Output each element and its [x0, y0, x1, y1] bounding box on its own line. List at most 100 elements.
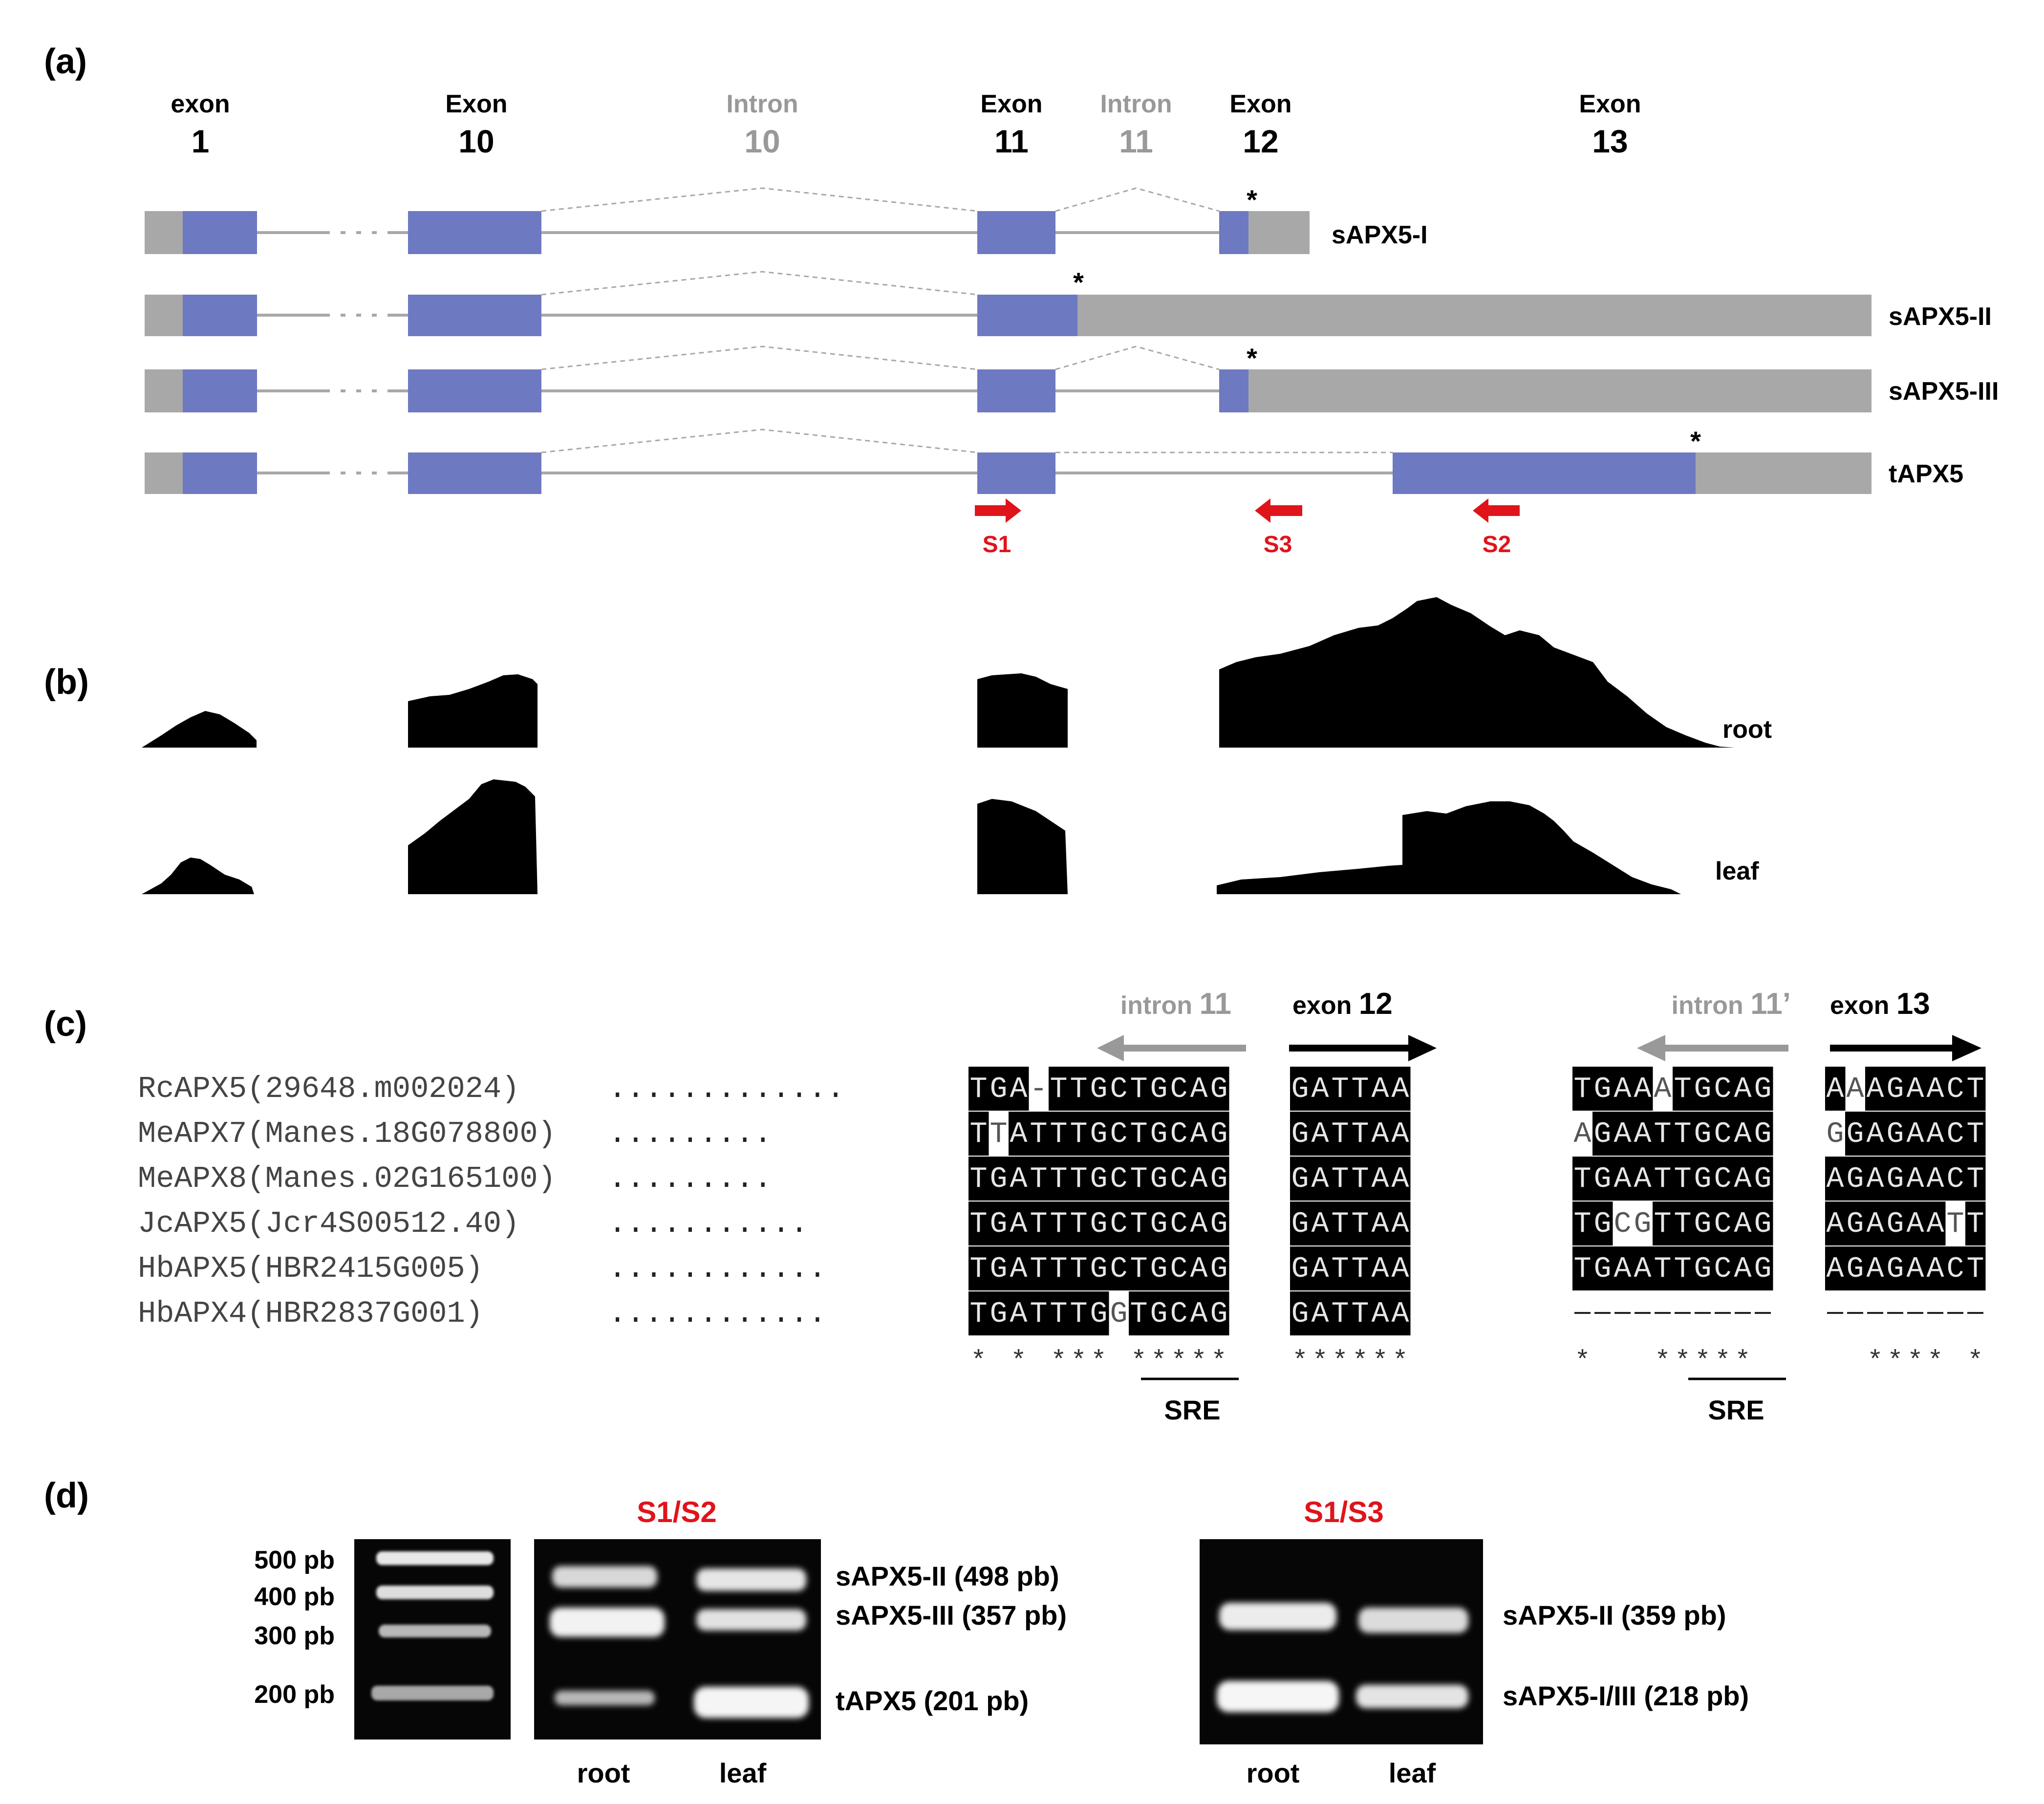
- residue: G: [1694, 1073, 1711, 1106]
- ladder-band: [376, 1586, 494, 1599]
- residue-cell: [1129, 1067, 1149, 1111]
- residue: T: [1070, 1118, 1087, 1151]
- lane-label-root: root: [1247, 1758, 1300, 1788]
- primer-s3-label: S3: [1264, 532, 1292, 558]
- conservation-mark: *: [1927, 1347, 1943, 1376]
- splice-connector: [1055, 345, 1220, 370]
- residue-cell: [1169, 1202, 1189, 1246]
- residue: T: [1050, 1298, 1067, 1331]
- ladder-label: 400 pb: [254, 1583, 335, 1611]
- residue-cell: [1129, 1112, 1149, 1156]
- residue: A: [1634, 1253, 1651, 1286]
- residue: A: [1926, 1208, 1944, 1241]
- header-word: Intron: [1100, 90, 1172, 118]
- residue-cell: [1925, 1067, 1946, 1111]
- residue: A: [1190, 1298, 1207, 1331]
- residue-cell: [1049, 1291, 1069, 1335]
- residue: G: [1634, 1208, 1651, 1241]
- sre-label: SRE: [1708, 1395, 1764, 1425]
- panel-d-label: (d): [44, 1476, 89, 1515]
- residue-cell: [1825, 1157, 1846, 1201]
- residue-cell: [1149, 1246, 1169, 1290]
- residue-cell: [1905, 1112, 1926, 1156]
- residue: G: [1150, 1208, 1167, 1241]
- conservation-mark: *: [1967, 1347, 1983, 1376]
- residue: A: [1371, 1163, 1389, 1196]
- residue: G: [1090, 1208, 1107, 1241]
- residue: T: [1070, 1208, 1087, 1241]
- residue-cell: [1370, 1202, 1391, 1246]
- gene-structure-diagram: * * * * sAPX5-I sAPX5-II sAPX5-III tAPX5…: [145, 184, 1999, 558]
- primer-arrows: [975, 498, 1520, 523]
- residue-cell: [1109, 1067, 1129, 1111]
- panel-a-label: (a): [44, 42, 87, 81]
- residue-cell: [1572, 1157, 1593, 1201]
- residue: C: [1170, 1163, 1187, 1196]
- residue-cell: [1169, 1157, 1189, 1201]
- residue-cell: [1209, 1202, 1229, 1246]
- residue-cell: [1613, 1157, 1633, 1201]
- residue-cell: [968, 1112, 989, 1156]
- residue: C: [1714, 1208, 1731, 1241]
- residue: T: [1674, 1208, 1691, 1241]
- residue-cell: [1572, 1067, 1593, 1111]
- residue-cell: [1350, 1291, 1371, 1335]
- lane-label-leaf: leaf: [719, 1758, 767, 1788]
- splice-connector: [541, 429, 978, 453]
- utr-block: [1077, 295, 1872, 336]
- residue-cell: [1390, 1067, 1411, 1111]
- residue: G: [1291, 1298, 1309, 1331]
- residue-cell: [1370, 1246, 1391, 1290]
- conservation-mark: *: [1091, 1347, 1106, 1376]
- band-leaf-tapx5: [694, 1687, 809, 1718]
- residue: G: [1846, 1118, 1864, 1151]
- residue: T: [1070, 1298, 1087, 1331]
- gel-background: [354, 1539, 511, 1740]
- residue-cell: [1109, 1202, 1129, 1246]
- residue-cell: [1129, 1246, 1149, 1290]
- exon-intron-headers: exon1Exon10Intron10Exon11Intron11Exon12E…: [171, 90, 1641, 159]
- residue: G: [1694, 1118, 1711, 1151]
- residue: A: [1734, 1073, 1751, 1106]
- residue-cell: [1572, 1246, 1593, 1290]
- gel2-title: S1/S3: [1304, 1496, 1383, 1528]
- residue: A: [1311, 1298, 1329, 1331]
- residue: A: [1866, 1163, 1884, 1196]
- residue: A: [1311, 1118, 1329, 1151]
- residue-cell: [1290, 1112, 1311, 1156]
- residue: T: [969, 1118, 987, 1151]
- residue: G: [1593, 1073, 1611, 1106]
- residue-cell: [1049, 1067, 1069, 1111]
- residue: G: [990, 1163, 1007, 1196]
- conservation-mark: *: [1131, 1347, 1146, 1376]
- residue: A: [1391, 1298, 1409, 1331]
- residue: T: [1030, 1208, 1047, 1241]
- residue: T: [969, 1073, 987, 1106]
- residue-cell: [1633, 1246, 1653, 1290]
- residue-cell: [1673, 1246, 1693, 1290]
- residue: A: [1311, 1163, 1329, 1196]
- residue-cell: [1653, 1246, 1673, 1290]
- residue-cell: [1905, 1246, 1926, 1290]
- utr-block: [1248, 369, 1872, 412]
- residue-cell: [1885, 1157, 1906, 1201]
- gel2-band-label: sAPX5-II (359 pb): [1503, 1600, 1726, 1631]
- residue-cell: [1330, 1202, 1351, 1246]
- exon-10-block: [408, 369, 541, 412]
- conservation-mark: *: [1332, 1347, 1348, 1376]
- residue: A: [1926, 1118, 1944, 1151]
- residue: T: [1130, 1163, 1147, 1196]
- residue: A: [1614, 1163, 1631, 1196]
- band-root-tapx5: [555, 1691, 655, 1705]
- residue-cell: [1149, 1067, 1169, 1111]
- residue: A: [1190, 1118, 1207, 1151]
- residue-cell: [1189, 1067, 1209, 1111]
- residue-cell: [1350, 1246, 1371, 1290]
- sequence-names: RcAPX5(29648.m002024).............MeAPX7…: [138, 1072, 845, 1331]
- residue-cell: [1310, 1291, 1331, 1335]
- residue-cell: [1029, 1157, 1049, 1201]
- residue: A: [1371, 1208, 1389, 1241]
- residue: T: [1351, 1208, 1369, 1241]
- residue: T: [1351, 1253, 1369, 1286]
- residue-cell: [1885, 1202, 1906, 1246]
